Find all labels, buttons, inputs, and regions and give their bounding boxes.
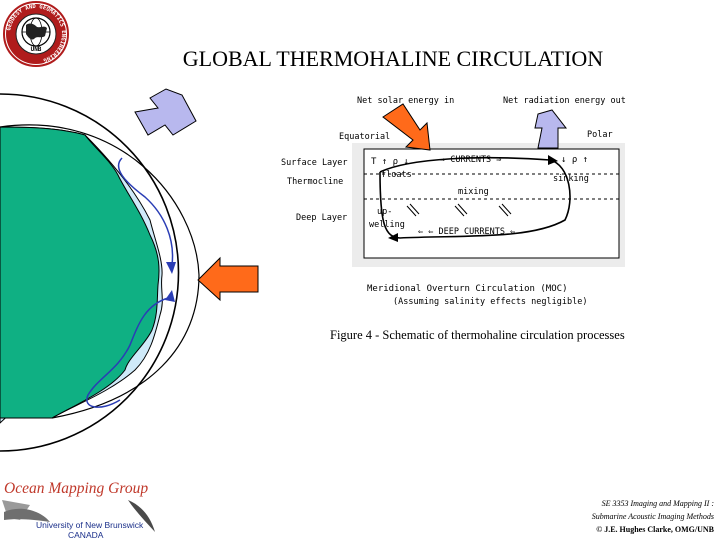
figure-caption: Figure 4 - Schematic of thermohaline cir… xyxy=(330,328,625,342)
outer-atmosphere-ring xyxy=(0,93,180,452)
label-mixing: mixing xyxy=(458,187,489,197)
label-t-rho: T ↑ ρ ↓ xyxy=(371,157,409,167)
label-equatorial: Equatorial xyxy=(339,132,390,142)
continent xyxy=(0,126,160,419)
label-thermocline: Thermocline xyxy=(287,177,343,187)
current-path xyxy=(86,157,174,408)
label-sinking: sinking xyxy=(553,174,589,184)
label-up: up- xyxy=(377,207,392,217)
ocean-mapping-group-logo: Ocean Mapping Group xyxy=(4,480,149,497)
label-polar: Polar xyxy=(587,130,613,140)
unb-crest-icon xyxy=(2,500,155,532)
solar-in-arrow xyxy=(197,256,259,302)
university-name: University of New Brunswick xyxy=(36,520,144,530)
loop-arrowhead-right xyxy=(548,155,558,165)
logo-center-text: UNB xyxy=(31,46,42,53)
label-rho-right: ↓ ρ ↑ xyxy=(561,155,588,165)
radiation-out-arrow xyxy=(134,88,197,136)
copyright-line: © J.E. Hughes Clarke, OMG/UNB xyxy=(596,525,714,534)
university-country: CANADA xyxy=(68,530,104,540)
label-moc-note: (Assuming salinity effects negligible) xyxy=(393,297,587,307)
label-deep-currents: ⇐ ⇐ DEEP CURRENTS ⇐ xyxy=(418,227,515,237)
globe-icon xyxy=(21,17,51,47)
moc-schematic: Net solar energy in Net radiation energy… xyxy=(281,96,626,307)
unb-logo: GEODESY AND GEOMATICS ENGINEERING UNB xyxy=(3,1,69,67)
loop-arrowhead-left xyxy=(388,233,398,242)
label-net-radiation: Net radiation energy out xyxy=(503,96,626,106)
label-surface-layer: Surface Layer xyxy=(281,158,348,168)
label-floats: floats xyxy=(381,170,412,180)
label-welling: welling xyxy=(369,220,405,230)
slide-title: GLOBAL THERMOHALINE CIRCULATION xyxy=(182,46,604,71)
course-subtitle: Submarine Acoustic Imaging Methods xyxy=(591,512,714,521)
label-net-solar: Net solar energy in xyxy=(357,96,454,106)
label-deep-layer: Deep Layer xyxy=(296,213,347,223)
label-currents: ⇒ CURRENTS ⇒ xyxy=(440,155,501,165)
current-arrow-down xyxy=(166,262,176,274)
mixing-arrows xyxy=(406,203,512,217)
solar-in-arrow-small xyxy=(382,103,431,151)
current-arrow-up xyxy=(165,290,175,302)
radiation-out-arrow-small xyxy=(534,109,568,149)
ocean-shell-outline xyxy=(0,124,200,419)
course-line: SE 3353 Imaging and Mapping II : xyxy=(601,499,714,508)
label-moc-title: Meridional Overturn Circulation (MOC) xyxy=(367,284,567,294)
globe-diagram xyxy=(0,88,259,452)
